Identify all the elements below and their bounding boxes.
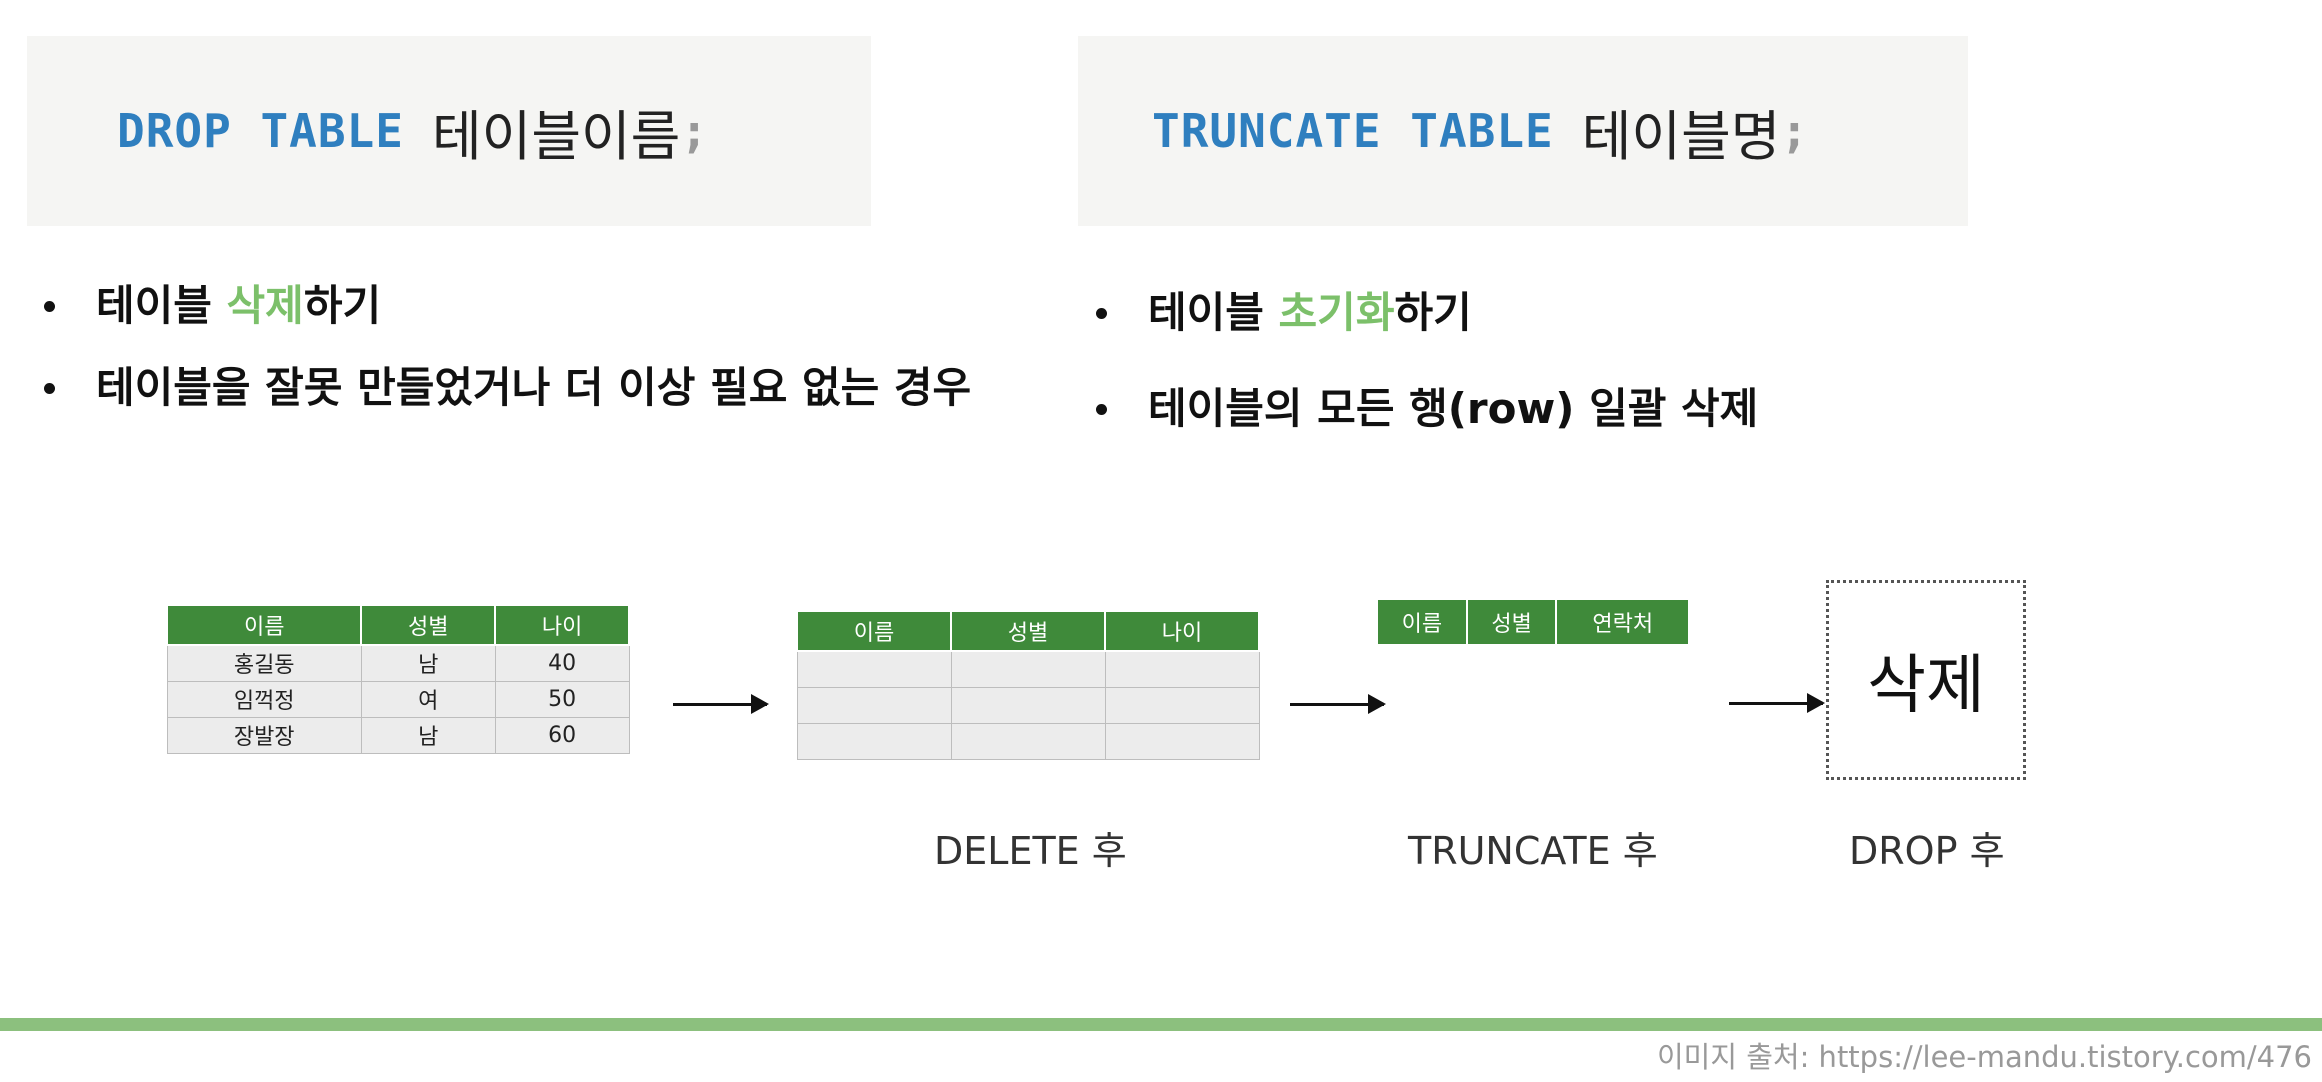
image-source-credit: 이미지 출처: https://lee-mandu.tistory.com/47…	[1656, 1040, 2312, 1074]
delete-result-table: 이름 성별 나이	[796, 610, 1260, 760]
arrow-to-truncate	[1290, 694, 1386, 714]
original-table: 이름 성별 나이 홍길동 남 40 임꺽정 여 50 장발장 남 60	[165, 604, 630, 754]
table-cell: 임꺽정	[166, 680, 362, 718]
drop-bullet-1-text: 테이블	[96, 281, 227, 330]
drop-bullet-2-text: 테이블을 잘못 만들었거나 더 이상 필요 없는 경우	[96, 363, 972, 412]
empty-cell	[950, 686, 1106, 724]
original-header-name: 이름	[165, 604, 363, 646]
arrow-to-delete	[673, 694, 769, 714]
caption-delete: DELETE 후	[934, 829, 1127, 873]
delete-header-name: 이름	[796, 610, 952, 652]
truncate-code-table-name: 테이블명	[1581, 104, 1781, 168]
truncate-table-code-block: TRUNCATE TABLE 테이블명 ;	[1078, 36, 1968, 226]
caption-drop: DROP 후	[1849, 829, 2005, 873]
drop-bullet-list: 테이블 삭제하기 테이블을 잘못 만들었거나 더 이상 필요 없는 경우	[30, 278, 971, 416]
empty-table-row	[796, 686, 1260, 724]
bullet-dot	[1096, 404, 1107, 415]
table-row: 임꺽정 여 50	[166, 680, 630, 718]
truncate-bullet-1-text: 테이블	[1148, 288, 1279, 337]
footer-divider	[0, 1018, 2322, 1031]
table-cell: 40	[494, 644, 630, 682]
table-cell: 남	[360, 644, 496, 682]
empty-cell	[796, 686, 952, 724]
drop-bullet-2: 테이블을 잘못 만들었거나 더 이상 필요 없는 경우	[30, 360, 971, 416]
arrow-to-drop	[1729, 693, 1825, 713]
truncate-bullet-1: 테이블 초기화하기	[1082, 285, 1758, 341]
table-row: 장발장 남 60	[166, 716, 630, 754]
truncate-header-contact: 연락처	[1555, 598, 1690, 646]
truncate-code-keywords: TRUNCATE TABLE	[1152, 104, 1554, 158]
drop-box-text: 삭제	[1867, 649, 1985, 723]
drop-bullet-1-suffix: 하기	[303, 281, 382, 330]
empty-table-row	[796, 722, 1260, 760]
empty-cell	[950, 722, 1106, 760]
truncate-bullet-2: 테이블의 모든 행(row) 일괄 삭제	[1082, 381, 1758, 437]
table-row: 홍길동 남 40	[166, 644, 630, 682]
truncate-bullet-1-highlight: 초기화	[1278, 288, 1395, 337]
truncate-bullet-1-suffix: 하기	[1394, 288, 1472, 337]
empty-cell	[796, 650, 952, 688]
table-cell: 60	[494, 716, 630, 754]
bullet-dot	[1096, 308, 1107, 319]
empty-cell	[1104, 650, 1260, 688]
drop-code-keywords: DROP TABLE	[117, 104, 404, 158]
truncate-header-gender: 성별	[1465, 598, 1558, 646]
empty-cell	[950, 650, 1106, 688]
drop-table-code-block: DROP TABLE 테이블이름 ;	[27, 36, 871, 226]
table-cell: 홍길동	[166, 644, 362, 682]
empty-cell	[1104, 686, 1260, 724]
truncate-bullet-2-text: 테이블의 모든 행(row) 일괄 삭제	[1148, 384, 1759, 433]
truncate-bullet-list: 테이블 초기화하기 테이블의 모든 행(row) 일괄 삭제	[1082, 285, 1758, 437]
original-header-age: 나이	[494, 604, 630, 646]
delete-header-age: 나이	[1104, 610, 1260, 652]
original-header-gender: 성별	[360, 604, 497, 646]
drop-code-terminator: ;	[680, 104, 709, 158]
empty-table-row	[796, 650, 1260, 688]
caption-truncate: TRUNCATE 후	[1408, 829, 1658, 873]
table-cell: 남	[360, 716, 496, 754]
table-cell: 장발장	[166, 716, 362, 754]
delete-header-gender: 성별	[950, 610, 1106, 652]
truncate-result-table: 이름 성별 연락처	[1376, 598, 1690, 646]
empty-cell	[796, 722, 952, 760]
drop-bullet-1: 테이블 삭제하기	[30, 278, 971, 334]
drop-result-box: 삭제	[1826, 580, 2026, 780]
table-cell: 50	[494, 680, 630, 718]
empty-cell	[1104, 722, 1260, 760]
table-cell: 여	[360, 680, 496, 718]
drop-code-table-name: 테이블이름	[431, 104, 681, 168]
bullet-dot	[44, 383, 55, 394]
truncate-code-terminator: ;	[1780, 104, 1809, 158]
bullet-dot	[44, 301, 55, 312]
truncate-header-name: 이름	[1376, 598, 1468, 646]
drop-bullet-1-highlight: 삭제	[226, 281, 304, 330]
